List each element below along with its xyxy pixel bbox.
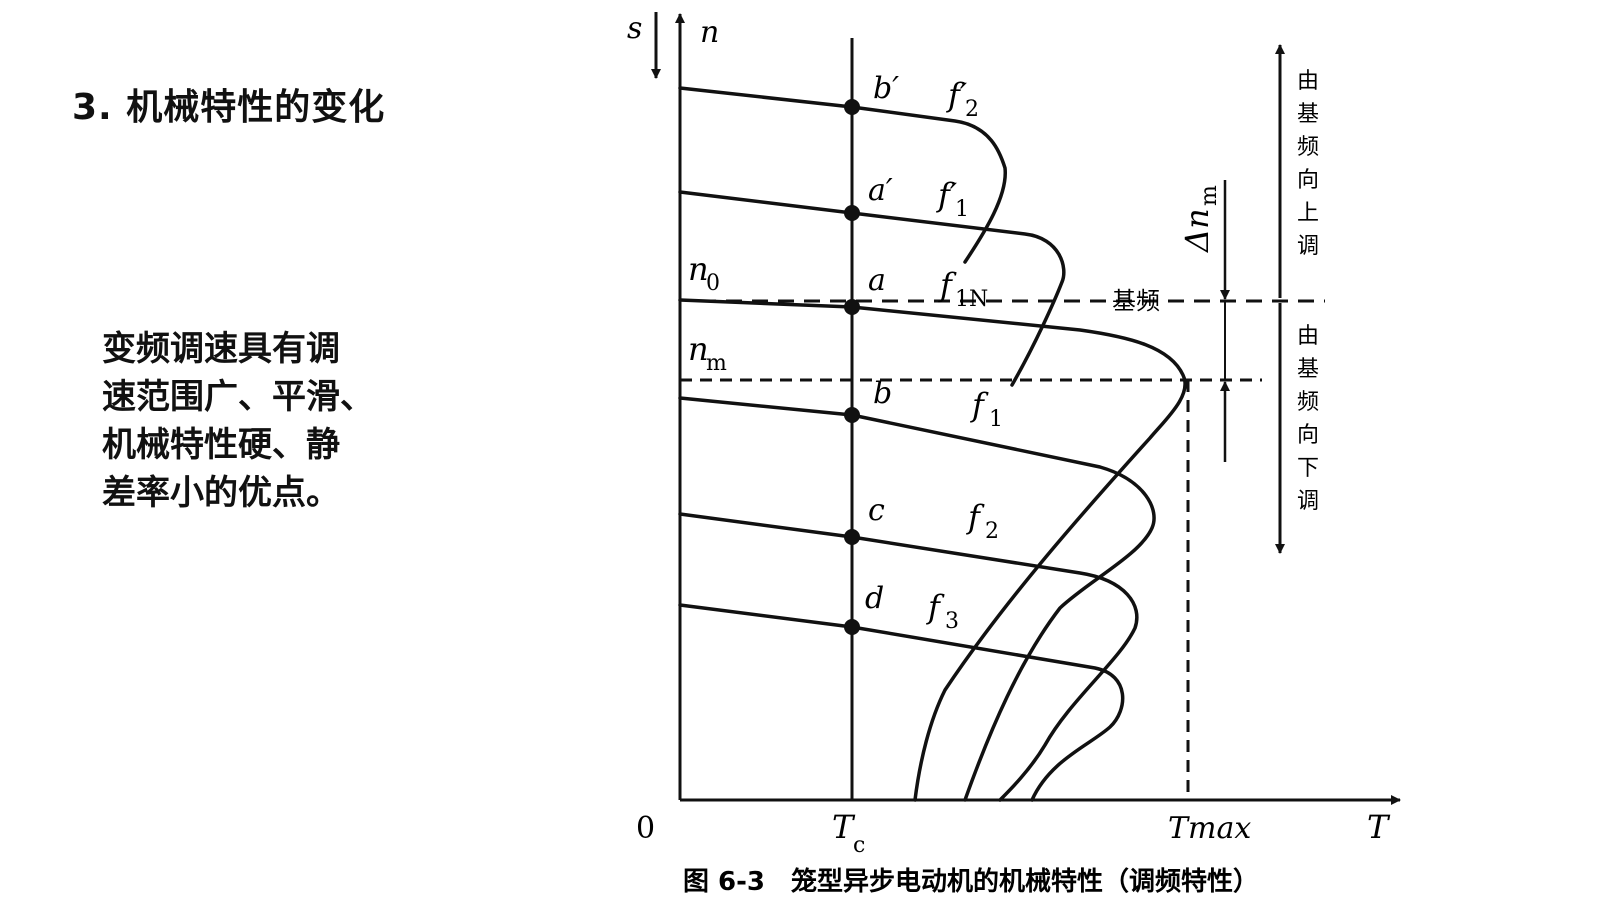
curve-f3-label: f <box>926 588 945 626</box>
point-d <box>844 619 860 635</box>
nm-subscript: m <box>706 351 727 376</box>
tmax-label: Tmax <box>1168 811 1251 846</box>
point-a-prime <box>844 205 860 221</box>
curve-f1-prime-subscript: 1 <box>955 197 969 222</box>
point-a-label: a <box>868 263 886 298</box>
curve-f1-label: f <box>970 386 989 424</box>
slide-heading: 3. 机械特性的变化 <box>72 87 386 128</box>
n0-label: n <box>688 250 709 288</box>
curve-f2-prime <box>678 86 1007 264</box>
n0-subscript: 0 <box>706 271 720 296</box>
tc-label: T <box>832 808 856 846</box>
t-axis-label: T <box>1367 808 1391 846</box>
curve-f1N <box>678 298 1187 802</box>
point-b-label: b <box>873 376 892 411</box>
curve-f2-label: f <box>966 498 985 536</box>
point-b <box>844 407 860 423</box>
n-axis-label: n <box>700 15 719 50</box>
s-axis-label: s <box>627 11 642 46</box>
point-c-label: c <box>868 493 885 528</box>
curve-f2-subscript: 2 <box>985 519 999 544</box>
side-up-char: 基 <box>1297 102 1319 127</box>
side-down-char: 下 <box>1297 456 1319 481</box>
body-line: 变频调速具有调 <box>102 329 340 369</box>
side-down-char: 调 <box>1297 489 1319 514</box>
body-line: 机械特性硬、静 <box>102 425 340 465</box>
curve-f1N-subscript: 1N <box>955 287 988 312</box>
curve-f1-prime <box>678 190 1066 387</box>
curve-f2-prime-subscript: 2 <box>965 97 979 122</box>
point-c <box>844 529 860 545</box>
base-frequency-label: 基频 <box>1112 287 1160 315</box>
curve-f1 <box>678 396 1156 802</box>
origin-label: 0 <box>636 811 655 846</box>
point-b-prime-label: b′ <box>873 71 899 106</box>
side-down-char: 向 <box>1297 423 1319 448</box>
slide-body-text: 变频调速具有调 速范围广、平滑、 机械特性硬、静 差率小的优点。 <box>102 325 412 517</box>
point-a-prime-label: a′ <box>868 173 893 208</box>
side-down-char: 频 <box>1297 390 1319 415</box>
nm-label: n <box>688 330 709 368</box>
point-b-prime <box>844 99 860 115</box>
side-up-char: 由 <box>1297 69 1319 94</box>
curve-f1-prime-label: f′ <box>936 176 958 214</box>
curve-f3 <box>678 603 1125 802</box>
curve-f2-prime-label: f′ <box>946 76 968 114</box>
side-down-char: 由 <box>1297 324 1319 349</box>
tc-subscript: c <box>853 833 865 858</box>
curve-f3-subscript: 3 <box>945 609 959 634</box>
curve-f1-subscript: 1 <box>989 407 1003 432</box>
delta-nm-subscript: m <box>1197 185 1222 206</box>
side-up-char: 向 <box>1297 168 1319 193</box>
point-d-label: d <box>865 581 884 616</box>
side-down-char: 基 <box>1297 357 1319 382</box>
side-up-char: 上 <box>1297 201 1319 226</box>
body-line: 速范围广、平滑、 <box>102 377 374 417</box>
delta-nm-label: Δn <box>1178 208 1216 254</box>
side-up-char: 调 <box>1297 234 1319 259</box>
point-a <box>844 299 860 315</box>
curve-f2 <box>678 512 1139 802</box>
body-line: 差率小的优点。 <box>102 473 340 513</box>
figure-caption: 图 6-3 笼型异步电动机的机械特性（调频特性） <box>683 866 1259 897</box>
side-up-char: 频 <box>1297 135 1319 160</box>
